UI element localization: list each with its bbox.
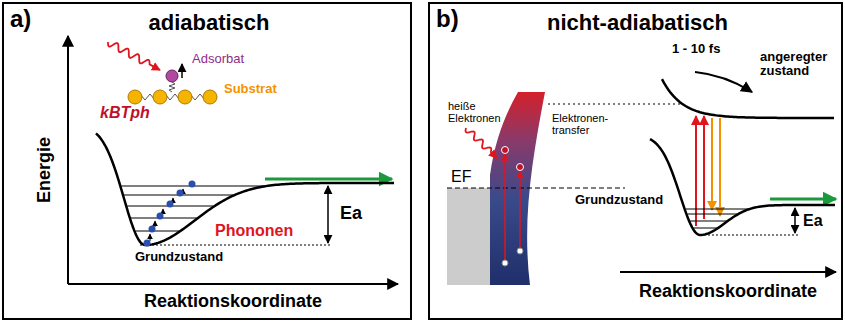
vibrational-level <box>686 209 749 210</box>
hole <box>502 260 508 266</box>
panel-letter: a) <box>10 5 31 33</box>
phonon-dot <box>157 213 164 220</box>
substrate-atom <box>203 90 217 104</box>
panel-letter: b) <box>436 5 459 33</box>
axis-label: Reaktionskoordinate <box>639 282 817 302</box>
relaxation-arrow <box>711 118 713 210</box>
substrate-atom <box>128 90 142 104</box>
adsorbate-atom <box>166 70 178 82</box>
panel-title: adiabatisch <box>148 10 269 36</box>
fermi-line <box>447 187 625 188</box>
barrier-label: Ea <box>803 212 823 230</box>
potential-curve <box>96 133 394 245</box>
hot-electron <box>502 147 509 154</box>
relaxation-arrow <box>719 118 721 216</box>
phonon-dot <box>144 240 151 247</box>
barrier-arrow <box>327 186 329 243</box>
spring-bond <box>135 94 210 100</box>
photon <box>108 42 160 70</box>
potential-curve <box>650 139 835 235</box>
state-label: Grundzustand <box>135 250 223 264</box>
photon <box>466 128 497 158</box>
ground-level <box>140 244 330 245</box>
hot-electron <box>517 164 524 171</box>
excitation-arrow <box>703 116 705 219</box>
adsorbate-label: Adsorbat <box>192 52 244 66</box>
coordinate-axis <box>68 283 398 285</box>
phonon-dot <box>149 226 156 233</box>
state-label: Grundzustand <box>575 193 663 207</box>
temperature-label: kBTph <box>100 104 150 122</box>
reaction-arrow <box>770 198 836 201</box>
excited-curve <box>662 79 834 118</box>
excitation-step <box>183 189 184 191</box>
vibrational-level <box>690 221 727 222</box>
vibrational-level <box>687 214 737 215</box>
vibrational-level <box>693 228 717 229</box>
substrate-atom <box>153 90 167 104</box>
substrate-label: Substrat <box>224 82 277 96</box>
lifetime-arrow <box>695 72 752 92</box>
axis-label: Reaktionskoordinate <box>144 292 322 312</box>
ground-level <box>700 235 800 236</box>
reaction-arrow <box>265 178 392 181</box>
axis-label: Energie <box>35 137 55 203</box>
vibrational-level <box>131 218 197 219</box>
fermi-label: EF <box>451 168 471 186</box>
substrate-atom <box>178 90 192 104</box>
transfer-label: Elektronen-transfer <box>552 112 620 136</box>
spring-bond <box>169 82 175 92</box>
energy-axis <box>67 36 69 284</box>
excitation-arrow <box>504 154 506 260</box>
phonon-dot <box>189 181 196 188</box>
excitation-step <box>173 198 174 202</box>
phonon-dot <box>177 190 184 197</box>
barrier-label: Ea <box>340 204 362 224</box>
panel-title: nicht-adiabatisch <box>547 10 728 36</box>
hole <box>517 248 523 254</box>
excitation-arrow <box>519 171 521 248</box>
generated-curves <box>96 42 835 247</box>
panel-box: a) adiabatisch <box>2 2 412 320</box>
coordinate-axis <box>620 271 836 273</box>
state-label: angeregter zustand <box>760 50 840 79</box>
electron-label: heiße Elektronen <box>448 100 510 124</box>
excitation-step <box>150 234 151 241</box>
filled-states <box>447 188 490 285</box>
motion-arrow <box>181 64 183 78</box>
vibrational-level <box>135 231 179 232</box>
phonon-label: Phononen <box>215 222 293 240</box>
transfer-line <box>548 103 680 104</box>
barrier-arrow <box>794 208 796 233</box>
time-label: 1 - 10 fs <box>672 42 720 56</box>
excitation-step <box>163 209 164 214</box>
phonon-dot <box>167 201 174 208</box>
excitation-step <box>155 221 156 227</box>
